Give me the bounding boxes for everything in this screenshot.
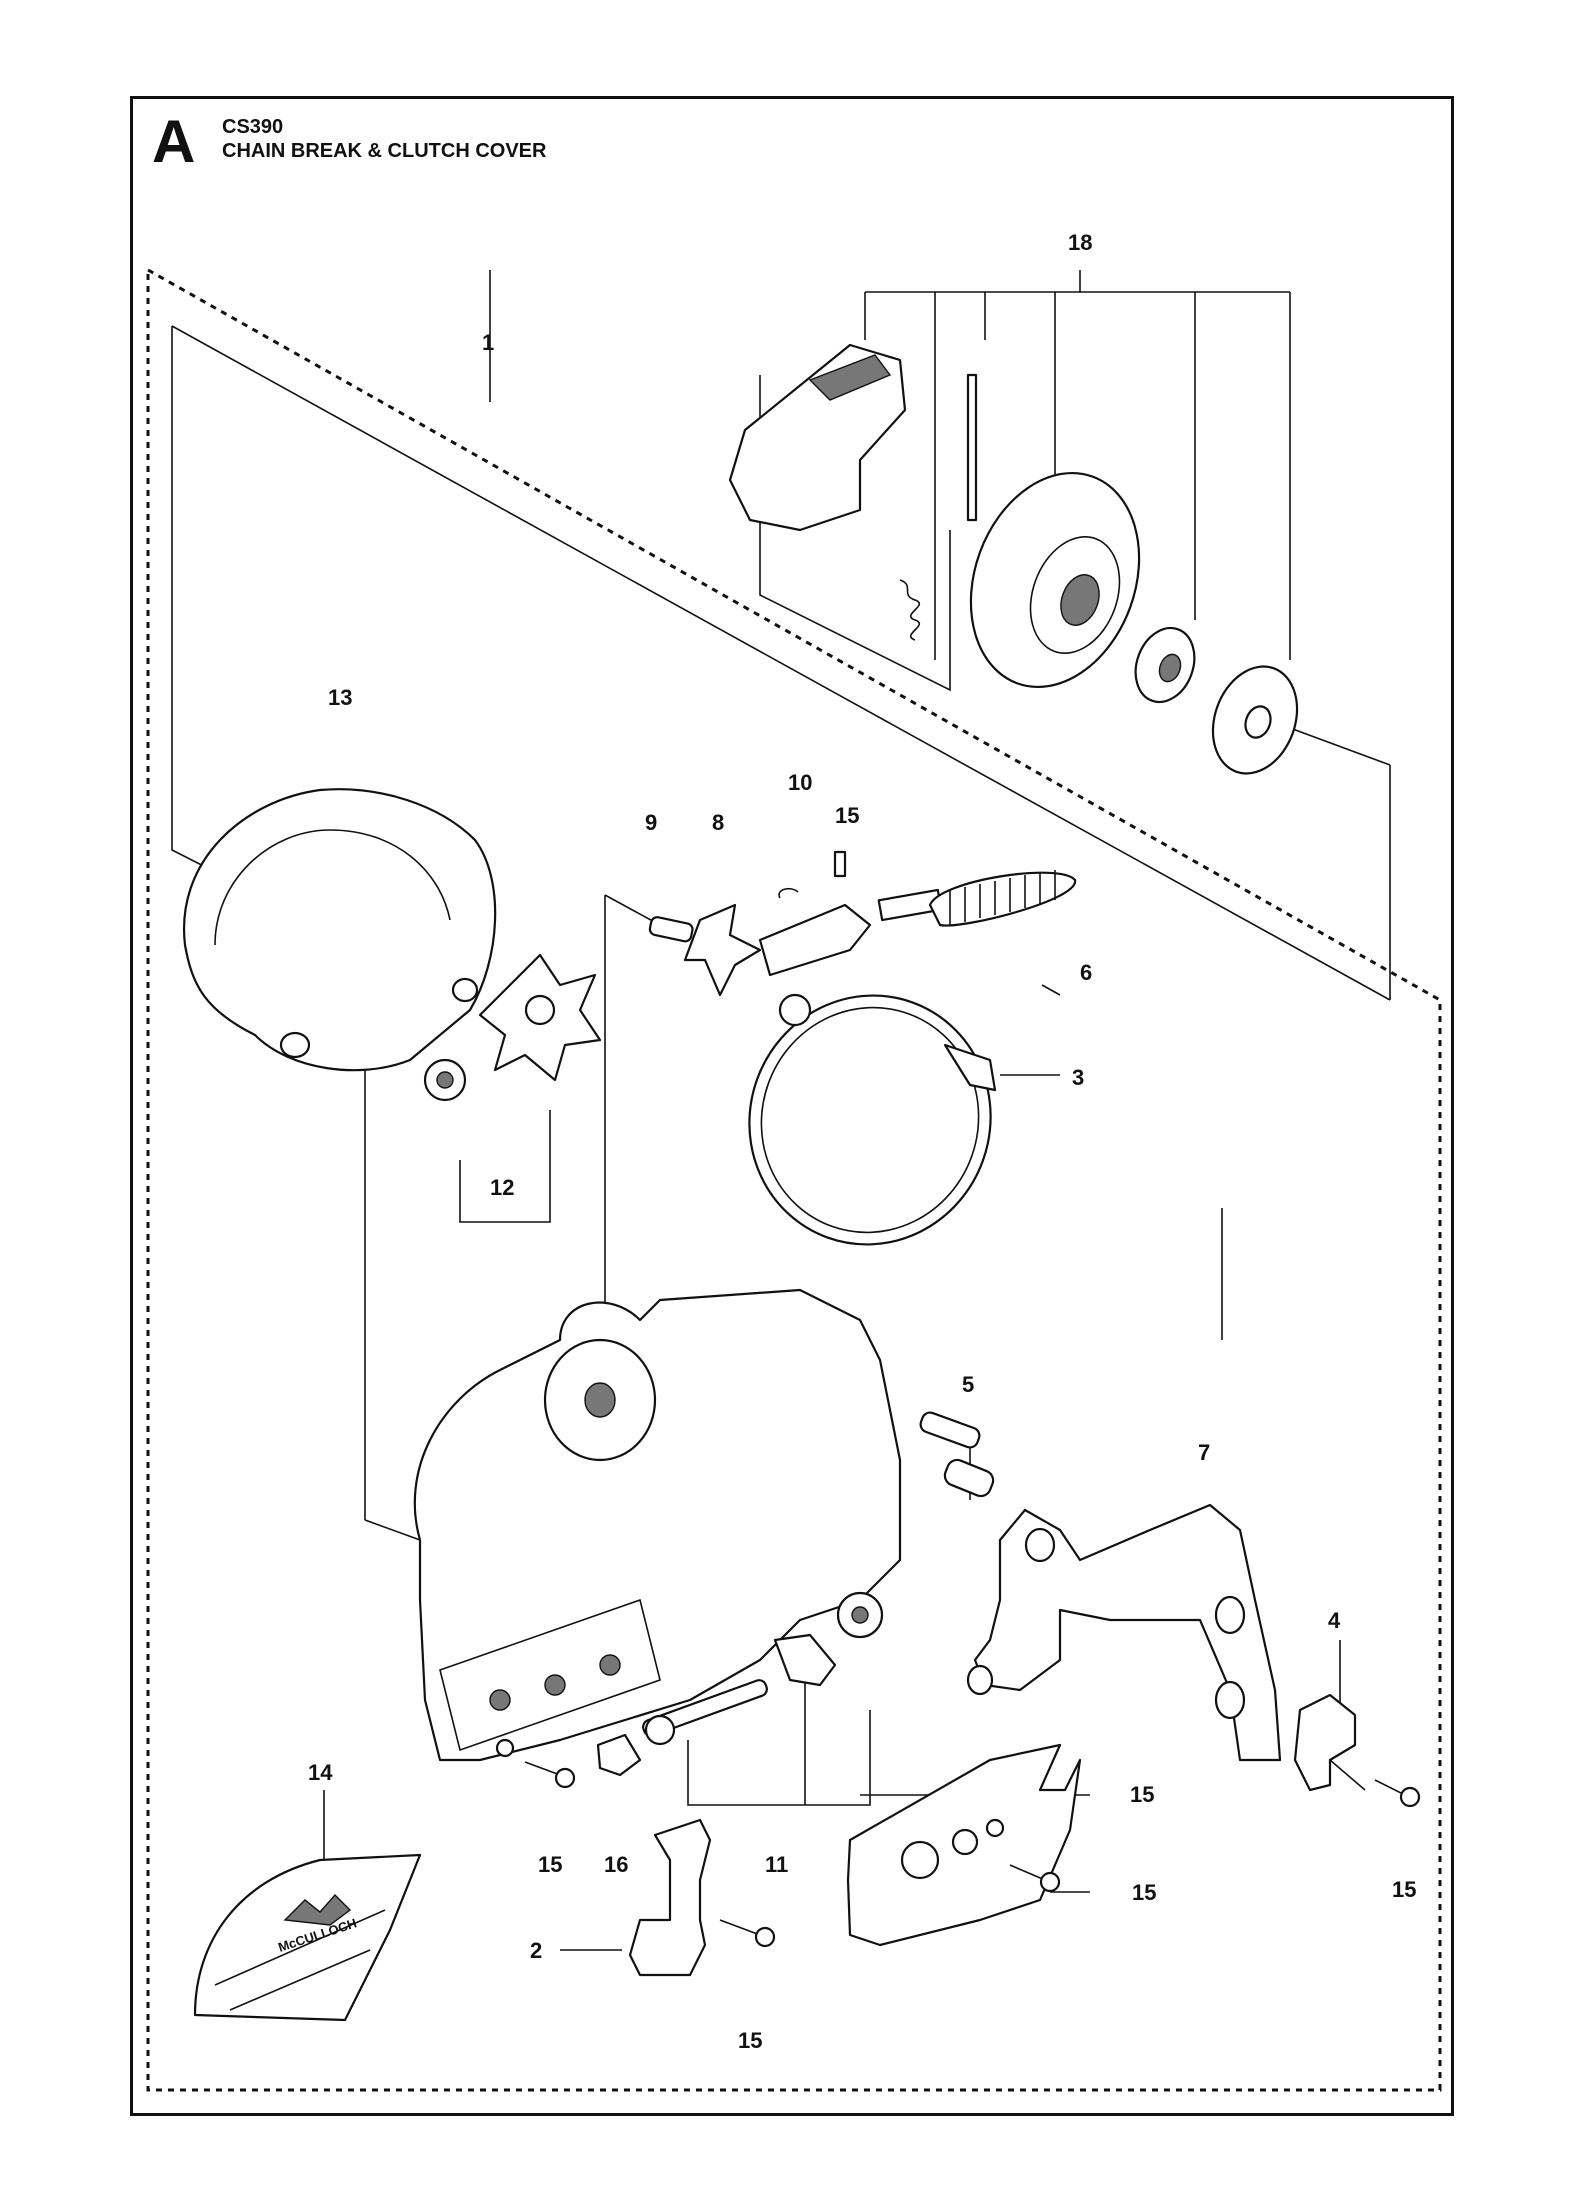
callout-7: 7 [1198, 1440, 1210, 1465]
callout-15-top: 15 [835, 803, 859, 828]
screw-part [524, 1761, 1421, 1948]
callout-3: 3 [1072, 1065, 1084, 1090]
bushing-part [943, 1458, 995, 1498]
washer-part [1211, 665, 1299, 775]
callout-6: 6 [1080, 960, 1092, 985]
callout-16: 16 [604, 1852, 628, 1877]
cover-plate-part [846, 1743, 1082, 1947]
rim-sprocket-part [1134, 626, 1196, 704]
callout-15-left: 15 [538, 1852, 562, 1877]
callout-17: 15 [1130, 1782, 1154, 1807]
guard-block-part [1293, 1693, 1366, 1792]
callout-5: 5 [962, 1372, 974, 1397]
small-plate-part [596, 1733, 642, 1777]
section-letter: A [152, 108, 196, 175]
callout-1: 1 [482, 330, 494, 355]
diagram-frame [130, 96, 1454, 2116]
callout-11: 11 [765, 1852, 788, 1877]
brake-mechanism-part [728, 343, 978, 532]
clutch-cover-part [413, 1288, 981, 1762]
callout-18: 18 [1068, 230, 1092, 255]
leader-lines [171, 270, 1391, 1951]
adjuster-shaft-part [642, 1591, 884, 1746]
callout-15-right: 15 [1392, 1877, 1416, 1902]
adjuster-wheel-part [423, 953, 602, 1102]
callout-14: 14 [308, 1760, 333, 1785]
callout-9: 9 [645, 810, 657, 835]
callout-8: 8 [712, 810, 724, 835]
callout-13: 13 [328, 685, 352, 710]
callout-10: 10 [788, 770, 812, 795]
brake-spring-part [928, 870, 1077, 927]
hand-guard-part [966, 1503, 1282, 1762]
callout-labels: 18 1 13 10 15 9 8 6 3 12 5 7 4 14 15 15 … [308, 230, 1416, 2053]
assembly-boundary [146, 268, 1442, 2092]
callout-15-bottom: 15 [738, 2028, 762, 2053]
brake-linkage-part [648, 850, 943, 997]
clutch-drum-part [969, 471, 1141, 689]
callout-15-plate: 15 [1132, 1880, 1156, 1905]
brake-band-part [748, 993, 997, 1246]
model-number: CS390 [222, 116, 284, 138]
callout-4: 4 [1328, 1608, 1341, 1633]
spring-part [899, 579, 921, 641]
decal-part: McCULLOCH [193, 1853, 422, 2022]
callout-12: 12 [490, 1175, 514, 1200]
sprocket-cover-part [182, 788, 497, 1072]
diagram-title: CHAIN BREAK & CLUTCH COVER [222, 140, 547, 162]
chain-catcher-part [628, 1818, 712, 1977]
callout-2: 2 [530, 1938, 542, 1963]
